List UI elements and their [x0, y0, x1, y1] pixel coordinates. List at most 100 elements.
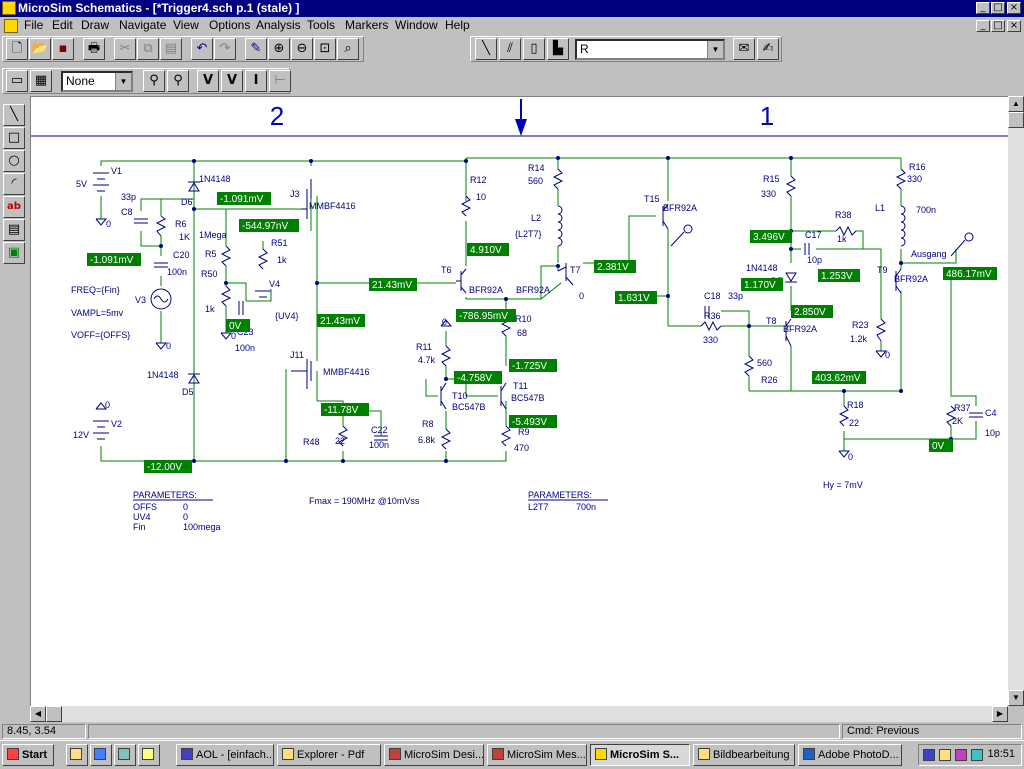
text-tool-icon[interactable]: ab — [3, 196, 25, 218]
menu-options[interactable]: Options — [209, 18, 251, 32]
tray-color-icon[interactable] — [955, 749, 967, 761]
tray-speaker-icon[interactable] — [939, 749, 951, 761]
hscroll-thumb[interactable] — [46, 706, 62, 722]
draw-bus-icon[interactable]: ⫽ — [499, 38, 521, 60]
start-button[interactable]: Start — [2, 744, 54, 766]
chevron-down-icon[interactable]: ▼ — [115, 73, 131, 90]
quicklaunch-outlook-icon[interactable] — [66, 744, 88, 766]
draw-block-icon[interactable]: ▯ — [523, 38, 545, 60]
get-part-icon[interactable]: ▙ — [547, 38, 569, 60]
task-microsim-messages[interactable]: MicroSim Mes... — [487, 744, 587, 766]
task-photodeluxe[interactable]: Adobe PhotoD... — [798, 744, 902, 766]
svg-text:0: 0 — [183, 502, 188, 512]
minimize-button[interactable]: _ — [976, 2, 990, 14]
redo-icon[interactable]: ↷ — [214, 38, 236, 60]
circle-tool-icon[interactable]: ○ — [3, 150, 25, 172]
menu-help[interactable]: Help — [445, 18, 470, 32]
layer-combo[interactable]: None ▼ — [61, 71, 133, 92]
chevron-down-icon[interactable]: ▼ — [707, 41, 723, 58]
doc-restore-button[interactable]: □ — [991, 20, 1005, 32]
close-button[interactable]: × — [1007, 2, 1021, 14]
quicklaunch-explorer-icon[interactable] — [138, 744, 160, 766]
voltage-marker-value: -1.725V — [512, 361, 547, 372]
tray-aol-icon[interactable] — [923, 749, 935, 761]
svg-text:R10: R10 — [515, 314, 532, 324]
horizontal-scrollbar[interactable]: ◀ ▶ — [30, 706, 1008, 722]
picture-tool-icon[interactable]: ▣ — [3, 242, 25, 264]
line-tool-icon[interactable]: ╲ — [3, 104, 25, 126]
menu-tools[interactable]: Tools — [307, 18, 336, 32]
redraw-icon[interactable]: ✎ — [245, 38, 267, 60]
layer-icon[interactable]: ▭ — [6, 70, 28, 92]
arc-tool-icon[interactable]: ◜ — [3, 173, 25, 195]
show-bias-icon[interactable]: ⊢ — [269, 70, 291, 92]
voltage-diff-marker-icon[interactable]: V — [221, 70, 243, 92]
menu-navigate[interactable]: Navigate — [119, 18, 167, 32]
app-icon[interactable] — [2, 1, 16, 15]
scroll-down-icon[interactable]: ▼ — [1008, 690, 1024, 706]
copy-icon[interactable]: ⧉ — [137, 38, 159, 60]
menu-edit[interactable]: Edit — [52, 18, 73, 32]
zoom-fit-icon[interactable]: ⌕ — [337, 38, 359, 60]
cut-icon[interactable]: ✂ — [114, 38, 136, 60]
part-name-combo[interactable]: R ▼ — [575, 39, 725, 60]
microsim-icon — [492, 748, 504, 760]
maximize-button[interactable]: □ — [991, 2, 1005, 14]
menu-draw[interactable]: Draw — [81, 18, 110, 32]
windows-logo-icon — [7, 748, 19, 760]
menu-view[interactable]: View — [173, 18, 199, 32]
open-folder-icon[interactable]: 📂 — [29, 38, 51, 60]
edit-attributes-icon[interactable]: ✉ — [733, 38, 755, 60]
voltage-marker-icon[interactable]: V — [197, 70, 219, 92]
task-explorer[interactable]: Explorer - Pdf — [277, 744, 381, 766]
voltage-marker-box — [454, 371, 502, 384]
probe-icon[interactable]: ⚲ — [143, 70, 165, 92]
voltage-marker-box — [239, 219, 299, 232]
scroll-left-icon[interactable]: ◀ — [30, 706, 46, 722]
quicklaunch-desktop-icon[interactable] — [114, 744, 136, 766]
edit-symbol-icon[interactable]: ✍ — [757, 38, 779, 60]
box-tool-icon[interactable]: □ — [3, 127, 25, 149]
doc-minimize-button[interactable]: _ — [976, 20, 990, 32]
task-microsim-schematics[interactable]: MicroSim S... — [590, 744, 690, 766]
scroll-right-icon[interactable]: ▶ — [992, 706, 1008, 722]
zoom-in-icon[interactable]: ⊕ — [268, 38, 290, 60]
menu-window[interactable]: Window — [395, 18, 438, 32]
source-param-vampl: VAMPL=5mv — [71, 308, 124, 318]
quicklaunch-ie-icon[interactable] — [90, 744, 112, 766]
svg-text:1N4148: 1N4148 — [199, 174, 231, 184]
document-icon[interactable] — [4, 19, 18, 33]
scroll-up-icon[interactable]: ▲ — [1008, 96, 1024, 112]
new-file-icon[interactable]: 🗋 — [6, 38, 28, 60]
zoom-out-icon[interactable]: ⊖ — [291, 38, 313, 60]
undo-icon[interactable]: ↶ — [191, 38, 213, 60]
doc-close-button[interactable]: × — [1007, 20, 1021, 32]
menu-markers[interactable]: Markers — [345, 18, 389, 32]
task-bildbearbeitung[interactable]: Bildbearbeitung — [693, 744, 795, 766]
aol-icon — [181, 748, 193, 760]
paste-icon[interactable]: ▤ — [160, 38, 182, 60]
svg-text:V3: V3 — [135, 295, 146, 305]
menu-file[interactable]: File — [24, 18, 44, 32]
menu-analysis[interactable]: Analysis — [256, 18, 301, 32]
current-marker-icon[interactable]: I — [245, 70, 267, 92]
task-microsim-design[interactable]: MicroSim Desi... — [384, 744, 484, 766]
text-box-tool-icon[interactable]: ▤ — [3, 219, 25, 241]
voltage-marker-value: 2.850V — [794, 307, 826, 318]
scroll-thumb[interactable] — [1008, 112, 1024, 128]
probe-setup-icon[interactable]: ⚲ — [167, 70, 189, 92]
task-aol[interactable]: AOL - [einfach... — [176, 744, 274, 766]
schematic-drawing[interactable]: 2 1 — [31, 97, 1009, 707]
source-params: FREQ={Fin} VAMPL=5mv VOFF={OFFS} — [71, 285, 130, 340]
netlist-icon[interactable]: ▦ — [30, 70, 52, 92]
svg-text:Fin: Fin — [133, 522, 146, 532]
vertical-scrollbar[interactable]: ▲ ▼ — [1008, 96, 1024, 706]
draw-wire-icon[interactable]: ╲ — [475, 38, 497, 60]
save-disk-icon[interactable]: ▪ — [52, 38, 74, 60]
svg-text:2K: 2K — [952, 416, 963, 426]
tray-network-icon[interactable] — [971, 749, 983, 761]
zoom-area-icon[interactable]: ⊡ — [314, 38, 336, 60]
schematic-canvas[interactable]: 2 1 — [30, 96, 1010, 708]
window-title: MicroSim Schematics - [*Trigger4.sch p.1… — [18, 1, 300, 15]
print-icon[interactable]: 🖶 — [83, 38, 105, 60]
